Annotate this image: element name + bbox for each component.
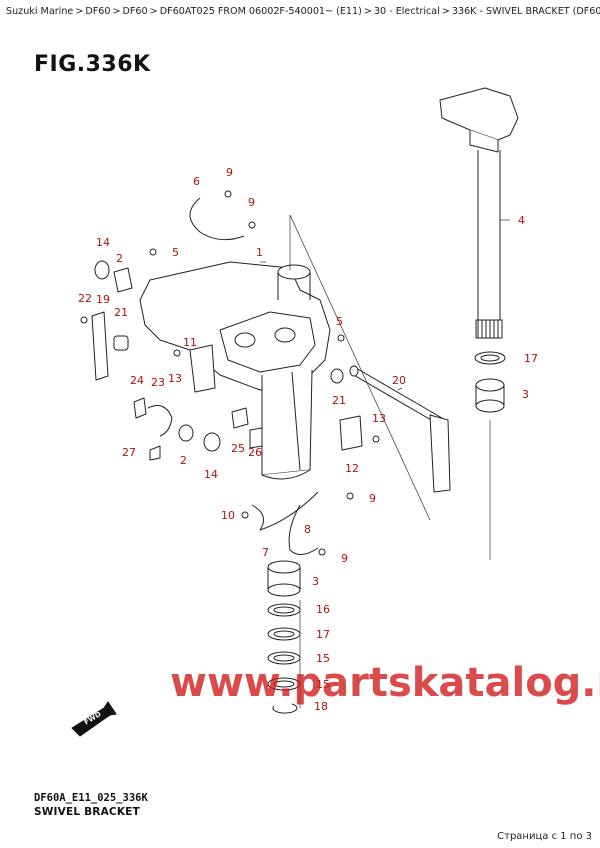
breadcrumb-item[interactable]: DF60 [85, 6, 111, 17]
callout-24[interactable]: 24 [130, 374, 144, 387]
callout-9[interactable]: 9 [248, 196, 255, 209]
callout-3[interactable]: 3 [312, 575, 319, 588]
callout-26[interactable]: 26 [248, 446, 262, 459]
callout-13[interactable]: 13 [372, 412, 386, 425]
ground-wire-part[interactable] [189, 197, 319, 555]
callout-numbers: 1 2 2 3 3 4 5 5 6 7 8 9 9 9 9 10 11 12 1… [78, 166, 538, 713]
callout-23[interactable]: 23 [151, 376, 165, 389]
callout-11[interactable]: 11 [183, 336, 197, 349]
breadcrumb-separator: > [112, 6, 121, 17]
breadcrumb-current: 336K - SWIVEL BRACKET (DF60A) [451, 6, 600, 17]
callout-17[interactable]: 17 [524, 352, 538, 365]
callout-21[interactable]: 21 [114, 306, 128, 319]
callout-17[interactable]: 17 [316, 628, 330, 641]
callout-16[interactable]: 16 [316, 603, 330, 616]
callout-13[interactable]: 13 [168, 372, 182, 385]
callout-27[interactable]: 27 [122, 446, 136, 459]
swivel-bracket-part[interactable] [139, 261, 331, 480]
callout-9[interactable]: 9 [226, 166, 233, 179]
leader-lines [260, 214, 510, 708]
callout-4[interactable]: 4 [518, 214, 525, 227]
breadcrumb-item[interactable]: DF60 [122, 6, 148, 17]
breadcrumb-item[interactable]: 30 - Electrical [373, 6, 440, 17]
callout-9[interactable]: 9 [341, 552, 348, 565]
fwd-arrow-icon: FWD [71, 701, 117, 737]
callout-9[interactable]: 9 [369, 492, 376, 505]
callout-3[interactable]: 3 [522, 388, 529, 401]
callout-8[interactable]: 8 [304, 523, 311, 536]
callout-22[interactable]: 22 [78, 292, 92, 305]
tilt-tube-part[interactable] [349, 365, 451, 493]
bush-lower-part[interactable] [267, 560, 301, 597]
callout-1[interactable]: 1 [256, 246, 263, 259]
breadcrumb: Suzuki Marine>DF60>DF60>DF60AT025 FROM 0… [6, 6, 600, 17]
callout-14[interactable]: 14 [204, 468, 218, 481]
callout-5[interactable]: 5 [172, 246, 179, 259]
bush-upper-part[interactable] [475, 378, 505, 413]
callout-6[interactable]: 6 [193, 175, 200, 188]
callout-10[interactable]: 10 [221, 509, 235, 522]
breadcrumb-item[interactable]: DF60AT025 FROM 06002F-540001~ (E11) [159, 6, 362, 17]
callout-20[interactable]: 20 [392, 374, 406, 387]
callout-15[interactable]: 15 [316, 652, 330, 665]
breadcrumb-separator: > [75, 6, 84, 17]
callout-15[interactable]: 15 [316, 678, 330, 691]
figure-title: FIG.336K [34, 52, 151, 77]
breadcrumb-separator: > [441, 6, 450, 17]
callout-14[interactable]: 14 [96, 236, 110, 249]
callout-25[interactable]: 25 [231, 442, 245, 455]
callout-21[interactable]: 21 [332, 394, 346, 407]
breadcrumb-separator: > [149, 6, 158, 17]
watermark: www.partskatalog.ru [170, 660, 600, 706]
page-counter: Страница с 1 по 3 [497, 831, 592, 842]
steering-shaft-part[interactable] [439, 87, 519, 339]
callout-7[interactable]: 7 [262, 546, 269, 559]
callout-5[interactable]: 5 [336, 315, 343, 328]
callout-12[interactable]: 12 [345, 462, 359, 475]
callout-2[interactable]: 2 [116, 252, 123, 265]
breadcrumb-separator: > [363, 6, 372, 17]
diagram-name: SWIVEL BRACKET [34, 806, 140, 818]
callout-2[interactable]: 2 [180, 454, 187, 467]
diagram-code: DF60A_E11_025_336K [34, 792, 148, 804]
small-parts[interactable] [80, 190, 380, 556]
callout-19[interactable]: 19 [96, 293, 110, 306]
callout-18[interactable]: 18 [314, 700, 328, 713]
breadcrumb-item[interactable]: Suzuki Marine [6, 6, 74, 17]
